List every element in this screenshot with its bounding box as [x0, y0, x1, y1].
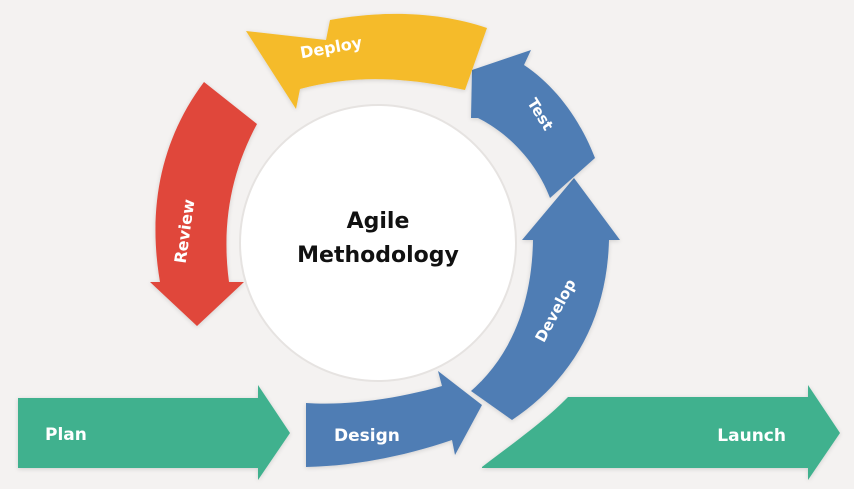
plan-arrow: [18, 385, 290, 480]
develop-arrow: [471, 178, 620, 420]
design-arrow: [306, 371, 482, 467]
center-title-line1: Agile: [347, 209, 410, 234]
review-arrow: [150, 82, 257, 326]
design-label: Design: [334, 426, 400, 446]
launch-label: Launch: [717, 426, 786, 446]
test-arrow: [471, 50, 595, 198]
deploy-arrow: [246, 13, 487, 109]
plan-label: Plan: [45, 425, 87, 445]
center-circle: [239, 104, 517, 382]
center-title-line2: Methodology: [297, 243, 459, 268]
launch-arrow: [482, 385, 840, 480]
